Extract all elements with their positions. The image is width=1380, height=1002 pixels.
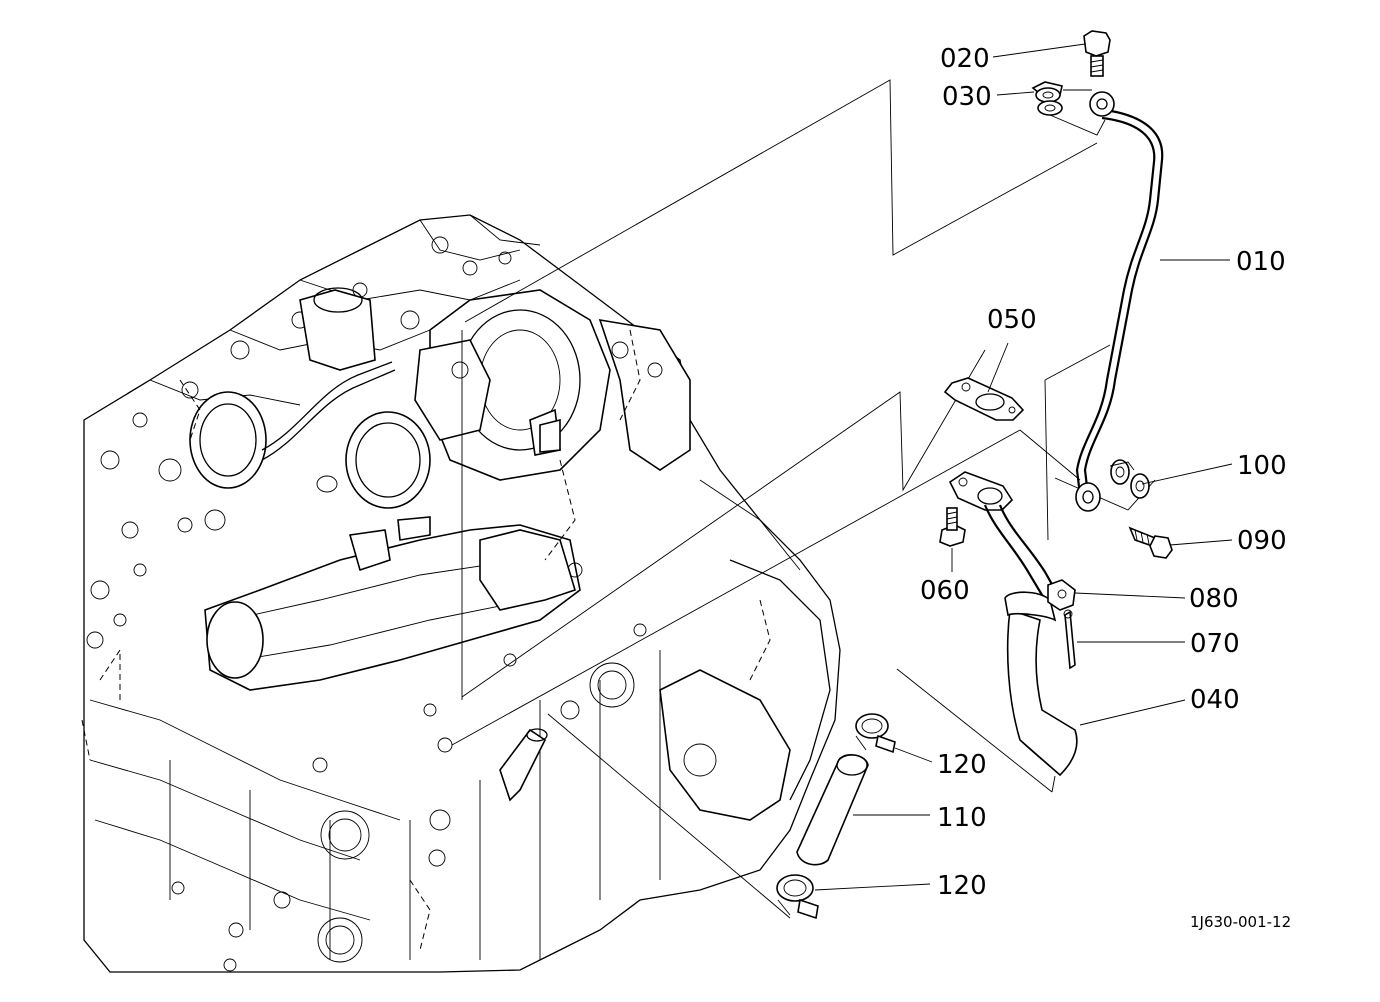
callout-070: 070	[1190, 629, 1240, 659]
gasket-washers-030	[1031, 81, 1063, 116]
callout-020: 020	[940, 44, 990, 74]
callout-010: 010	[1236, 247, 1286, 277]
hose-clamp-120-upper	[855, 713, 896, 754]
callout-060: 060	[920, 576, 970, 606]
assembly-guide-lines	[451, 79, 1156, 919]
callout-labels: 020 030 010 050 100 090 060 080 070 040 …	[920, 44, 1287, 901]
gasket-washers-100	[1109, 459, 1150, 499]
callout-100: 100	[1237, 451, 1287, 481]
callout-leader-lines	[814, 43, 1233, 891]
bolt-090	[1128, 526, 1173, 559]
gasket-050	[943, 377, 1025, 421]
callout-120-upper: 120	[937, 750, 987, 780]
document-number: 1J630-001-12	[1190, 913, 1291, 931]
callout-080: 080	[1189, 584, 1239, 614]
callout-040: 040	[1190, 685, 1240, 715]
hose-clamp-120-lower	[776, 874, 819, 920]
callout-120-lower: 120	[937, 871, 987, 901]
callout-090: 090	[1237, 526, 1287, 556]
hose-110	[796, 754, 869, 866]
clip-070	[1063, 609, 1076, 670]
oil-return-pipe-040	[948, 471, 1078, 777]
engine-block-illustration	[81, 214, 841, 973]
clamp-080	[1047, 579, 1076, 611]
oil-pipe-010	[1075, 91, 1164, 512]
callout-110: 110	[937, 803, 987, 833]
hollow-bolt-020	[1083, 30, 1111, 77]
callout-030: 030	[942, 82, 992, 112]
callout-050: 050	[987, 305, 1037, 335]
flange-bolt-060	[939, 507, 966, 547]
